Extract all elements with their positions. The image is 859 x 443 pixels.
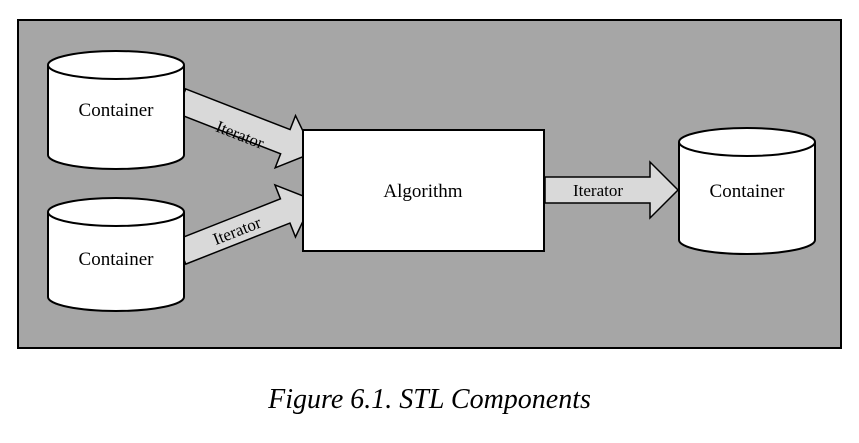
container-label-top-left: Container xyxy=(79,100,155,121)
container-bottom-left: Container xyxy=(47,197,185,312)
container-top-left: Container xyxy=(47,50,185,170)
iterator-arrow-top: Iterator xyxy=(175,87,315,170)
container-label-right: Container xyxy=(710,181,786,202)
iterator-label-right: Iterator xyxy=(573,181,623,200)
iterator-arrow-bottom: Iterator xyxy=(175,183,315,266)
algorithm-label: Algorithm xyxy=(383,181,462,202)
algorithm-box: Algorithm xyxy=(302,129,545,252)
iterator-arrow-right: Iterator xyxy=(544,160,680,220)
container-right: Container xyxy=(678,127,816,255)
figure-caption: Figure 6.1. STL Components xyxy=(268,384,591,415)
container-label-bottom-left: Container xyxy=(79,249,155,270)
